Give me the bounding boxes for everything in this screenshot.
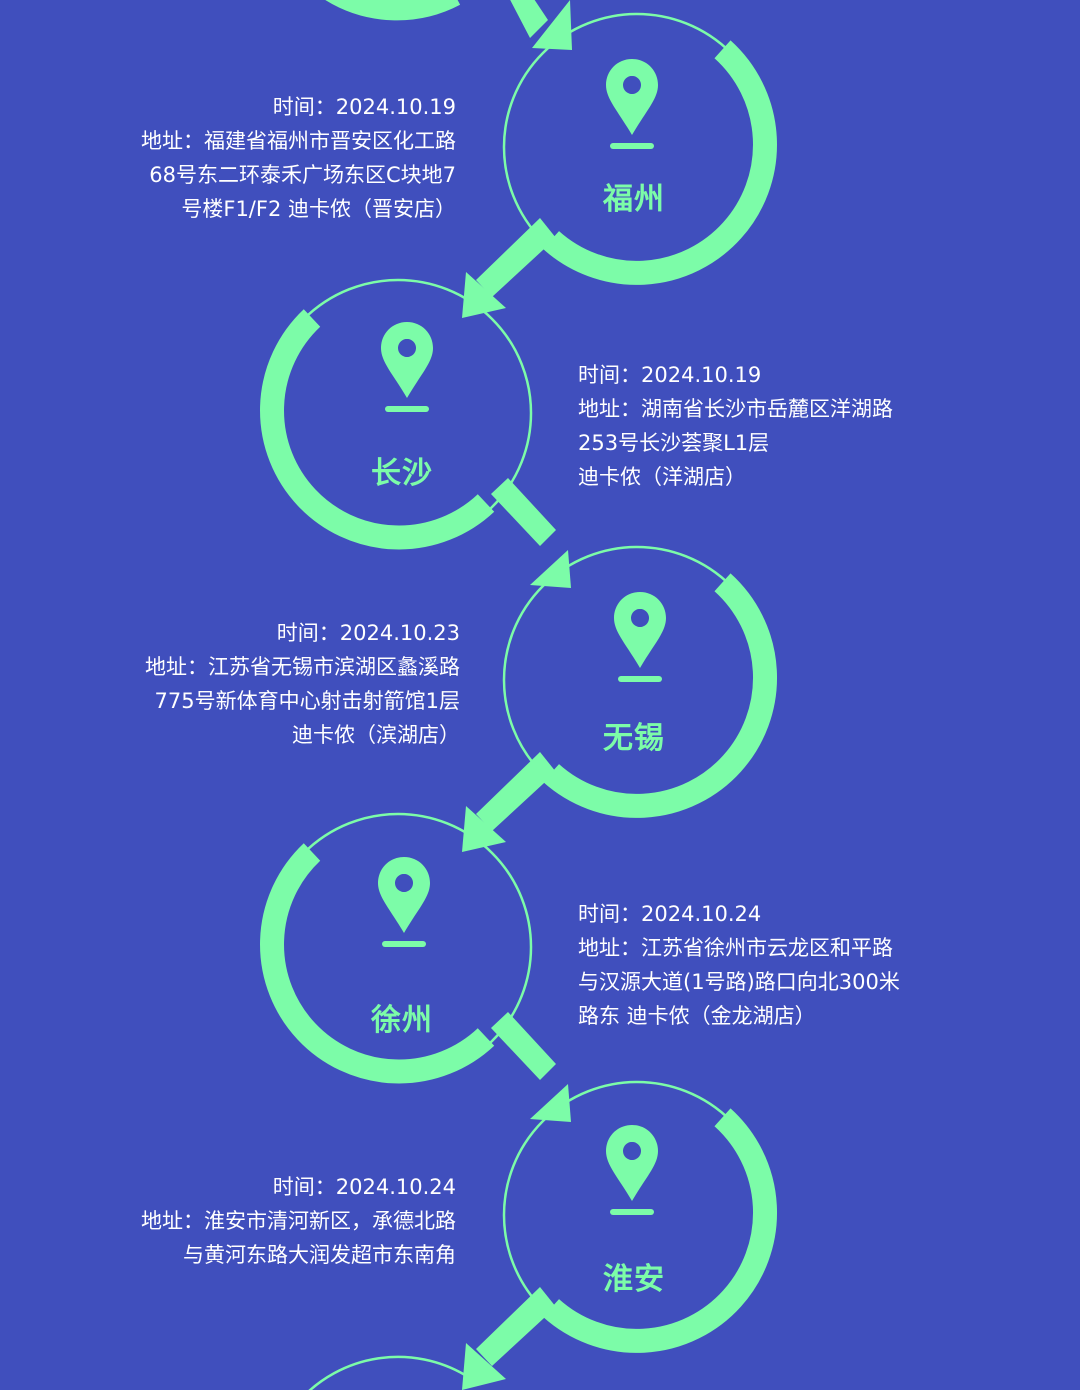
location-pin-icon: [378, 857, 430, 947]
stop-address-line: 与汉源大道(1号路)路口向北300米: [578, 970, 900, 994]
stop-address-line: 地址：淮安市清河新区，承德北路: [141, 1209, 456, 1233]
stop-circle-changsha: [260, 278, 571, 588]
stop-info-fuzhou: 时间：2024.10.19 地址：福建省福州市晋安区化工路 68号东二环泰禾广场…: [141, 90, 456, 226]
stop-info-changsha: 时间：2024.10.19 地址：湖南省长沙市岳麓区洋湖路 253号长沙荟聚L1…: [578, 358, 893, 494]
stop-time: 时间：2024.10.24: [272, 1175, 456, 1199]
stop-address-line: 迪卡侬（滨湖店）: [292, 723, 460, 747]
stop-circle-wuxi: [462, 545, 777, 852]
city-label-changsha: 长沙: [371, 456, 433, 491]
stop-info-huaian: 时间：2024.10.24 地址：淮安市清河新区，承德北路 与黄河东路大润发超市…: [141, 1170, 456, 1272]
stop-address-line: 775号新体育中心射击射箭馆1层: [154, 689, 460, 713]
stop-address-line: 地址：江苏省无锡市滨湖区蠡溪路: [145, 655, 460, 679]
location-pin-icon: [606, 1125, 658, 1215]
stop-time: 时间：2024.10.19: [578, 363, 762, 387]
stop-circle-fuzhou: [462, 12, 777, 318]
next-stop-circle: [308, 1355, 466, 1390]
stop-address-line: 68号东二环泰禾广场东区C块地7: [149, 163, 456, 187]
stop-address-line: 迪卡侬（洋湖店）: [578, 465, 746, 489]
city-label-huaian: 淮安: [603, 1262, 665, 1297]
location-pin-icon: [606, 59, 658, 149]
stop-address-line: 地址：江苏省徐州市云龙区和平路: [578, 936, 893, 960]
stop-address-line: 路东 迪卡侬（金龙湖店）: [578, 1004, 816, 1028]
stop-time: 时间：2024.10.23: [276, 621, 460, 645]
stop-circle-xuzhou: [260, 812, 571, 1122]
stop-circle-huaian: [462, 1080, 777, 1390]
stop-time: 时间：2024.10.24: [578, 902, 762, 926]
city-label-fuzhou: 福州: [603, 182, 665, 217]
stop-time: 时间：2024.10.19: [272, 95, 456, 119]
stop-info-wuxi: 时间：2024.10.23 地址：江苏省无锡市滨湖区蠡溪路 775号新体育中心射…: [145, 616, 460, 752]
city-label-xuzhou: 徐州: [371, 1003, 433, 1038]
city-label-wuxi: 无锡: [603, 721, 665, 756]
stop-address-line: 与黄河东路大润发超市东南角: [183, 1243, 456, 1267]
stop-address-line: 253号长沙荟聚L1层: [578, 431, 770, 455]
stop-address-line: 地址：福建省福州市晋安区化工路: [141, 129, 456, 153]
stop-address-line: 号楼F1/F2 迪卡侬（晋安店）: [181, 197, 456, 221]
location-pin-icon: [614, 592, 666, 682]
stop-address-line: 地址：湖南省长沙市岳麓区洋湖路: [578, 397, 893, 421]
previous-stop-circle: [325, 0, 572, 50]
location-pin-icon: [381, 322, 433, 412]
stop-info-xuzhou: 时间：2024.10.24 地址：江苏省徐州市云龙区和平路 与汉源大道(1号路)…: [578, 897, 900, 1033]
